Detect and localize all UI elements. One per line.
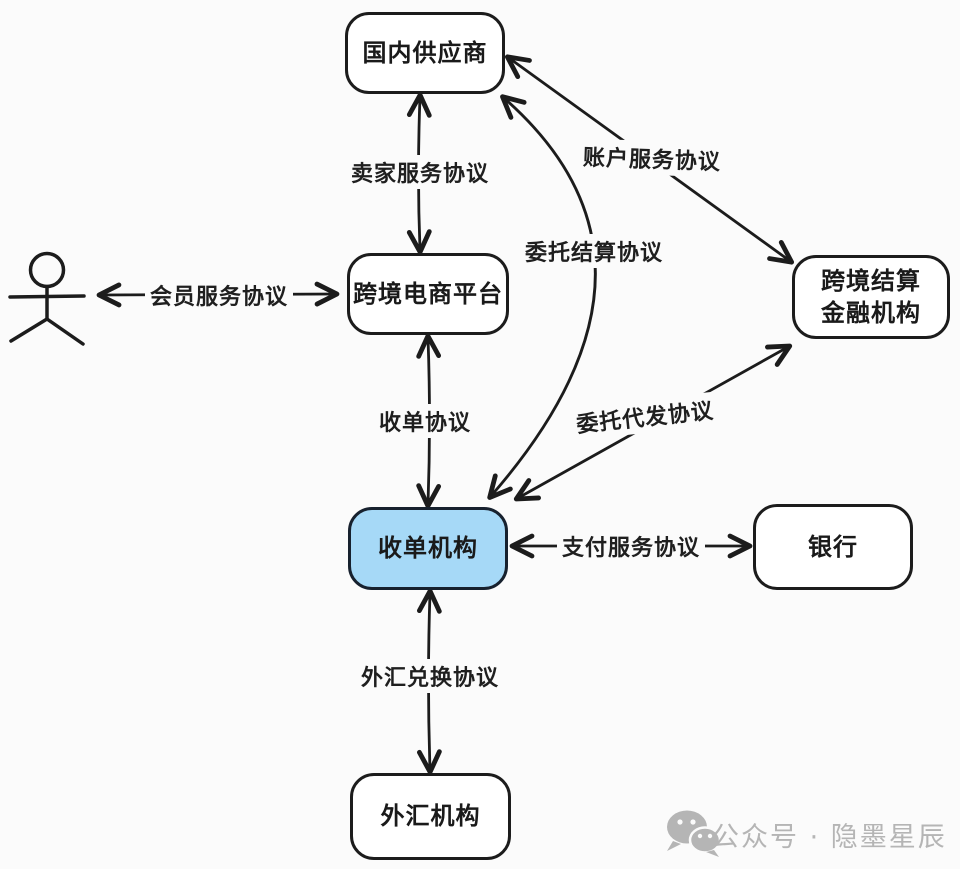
- node-acquirer-label: 收单机构: [378, 534, 478, 563]
- edge-label-account-service: 账户服务协议: [577, 138, 727, 178]
- edge-label-member-service: 会员服务协议: [144, 278, 294, 312]
- wechat-icon: [667, 810, 722, 857]
- node-ecommerce-platform: 跨境电商平台: [347, 253, 509, 335]
- watermark-text: 公众号 · 隐墨星辰: [712, 822, 947, 853]
- person-stick-figure-icon: [8, 251, 86, 346]
- node-bank: 银行: [753, 504, 913, 590]
- node-settlement-institution-label-line2: 金融机构: [821, 299, 921, 327]
- node-forex-institution-label: 外汇机构: [380, 802, 481, 831]
- node-acquirer: 收单机构: [348, 507, 508, 590]
- edge-label-seller-service: 卖家服务协议: [345, 155, 495, 189]
- node-bank-label: 银行: [808, 532, 858, 561]
- node-domestic-supplier-label: 国内供应商: [362, 38, 488, 67]
- arrow-entrust-settlement: [487, 94, 597, 500]
- edge-label-payment-service: 支付服务协议: [556, 529, 706, 563]
- node-domestic-supplier: 国内供应商: [345, 12, 505, 94]
- node-settlement-institution-label-line1: 跨境结算: [821, 266, 921, 295]
- node-forex-institution: 外汇机构: [350, 773, 511, 860]
- node-ecommerce-platform-label: 跨境电商平台: [353, 279, 503, 308]
- node-settlement-institution: 跨境结算 金融机构: [792, 255, 950, 339]
- edge-label-acquiring: 收单协议: [373, 404, 477, 438]
- edge-label-entrust-settlement: 委托结算协议: [519, 234, 669, 268]
- edge-label-forex-exchange: 外汇兑换协议: [355, 659, 505, 693]
